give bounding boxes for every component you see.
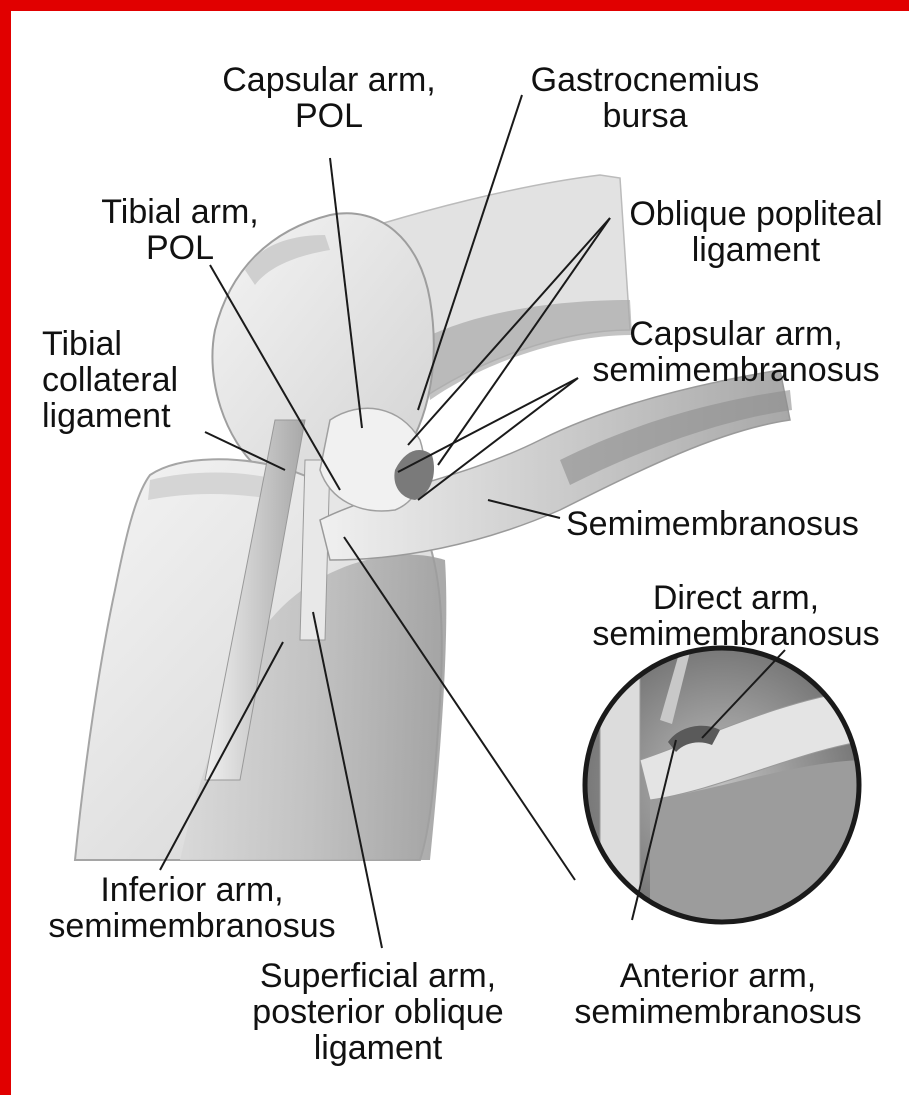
inset-magnified-view <box>585 648 870 930</box>
label-oblique-popliteal-ligament: Oblique popliteal ligament <box>606 196 906 268</box>
label-inferior-arm-semimembranosus: Inferior arm, semimembranosus <box>22 872 362 944</box>
label-superficial-arm-pol: Superficial arm, posterior oblique ligam… <box>228 958 528 1066</box>
label-semimembranosus: Semimembranosus <box>566 506 902 542</box>
label-direct-arm-semimembranosus: Direct arm, semimembranosus <box>576 580 896 652</box>
superficial-arm-band <box>300 460 330 640</box>
label-anterior-arm-semimembranosus: Anterior arm, semimembranosus <box>548 958 888 1030</box>
label-capsular-arm-pol: Capsular arm, POL <box>204 62 454 134</box>
label-tibial-collateral-ligament: Tibial collateral ligament <box>42 326 222 434</box>
label-tibial-arm-pol: Tibial arm, POL <box>80 194 280 266</box>
label-gastrocnemius-bursa: Gastrocnemius bursa <box>510 62 780 134</box>
label-capsular-arm-semimembranosus: Capsular arm, semimembranosus <box>576 316 896 388</box>
